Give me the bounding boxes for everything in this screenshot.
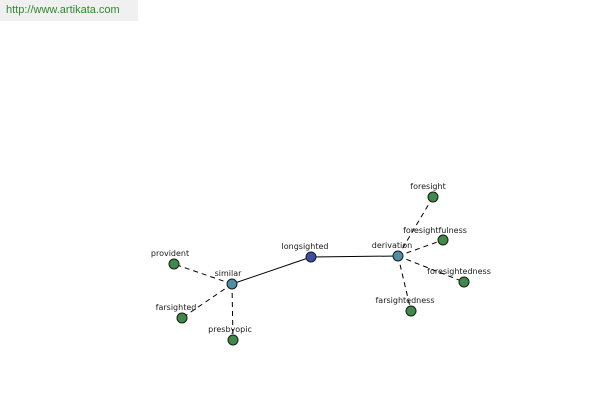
node-dot-foresightedness[interactable] [458, 276, 470, 288]
node-label-longsighted[interactable]: longsighted [282, 242, 329, 251]
node-dot-presbyopic[interactable] [227, 334, 239, 346]
node-label-farsightedness[interactable]: farsightedness [375, 296, 434, 305]
node-derivation[interactable]: derivation [372, 241, 412, 262]
node-dot-derivation[interactable] [392, 250, 404, 262]
node-label-derivation[interactable]: derivation [372, 241, 412, 250]
source-url-banner[interactable]: http://www.artikata.com [0, 0, 138, 21]
node-foresightfulness[interactable]: foresightfulness [403, 226, 467, 246]
edges-layer [173, 196, 465, 341]
node-farsighted[interactable]: farsighted [156, 303, 197, 324]
edge-longsighted-similar [231, 256, 312, 285]
node-label-foresightfulness[interactable]: foresightfulness [403, 226, 467, 235]
node-label-farsighted[interactable]: farsighted [156, 303, 197, 312]
node-label-presbyopic[interactable]: presbyopic [208, 325, 252, 334]
edge-derivation-foresightedness [397, 255, 465, 283]
node-longsighted[interactable]: longsighted [282, 242, 329, 263]
node-provident[interactable]: provident [151, 249, 189, 270]
edge-longsighted-derivation [310, 255, 399, 258]
node-presbyopic[interactable]: presbyopic [208, 325, 252, 346]
node-dot-similar[interactable] [226, 278, 238, 290]
edge-derivation-farsightedness [397, 255, 412, 312]
node-dot-longsighted[interactable] [305, 251, 317, 263]
node-label-foresightedness[interactable]: foresightedness [427, 267, 491, 276]
edge-similar-provident [173, 263, 233, 285]
edge-derivation-foresightfulness [397, 239, 444, 257]
node-farsightedness[interactable]: farsightedness [375, 296, 435, 317]
node-foresightedness[interactable]: foresightedness [427, 267, 491, 288]
node-similar[interactable]: similar [215, 269, 243, 290]
node-dot-foresight[interactable] [427, 191, 439, 203]
node-label-similar[interactable]: similar [215, 269, 243, 278]
edge-similar-presbyopic [231, 283, 234, 341]
node-foresight[interactable]: foresight [410, 182, 446, 203]
node-label-provident[interactable]: provident [151, 249, 189, 258]
node-dot-farsightedness[interactable] [405, 305, 417, 317]
edge-derivation-foresight [397, 196, 434, 257]
node-dot-foresightfulness[interactable] [437, 234, 449, 246]
edge-similar-farsighted [181, 283, 233, 319]
node-dot-provident[interactable] [168, 258, 180, 270]
nodes-layer: longsighted similar derivation provident far… [151, 182, 491, 346]
node-dot-farsighted[interactable] [176, 312, 188, 324]
node-label-foresight[interactable]: foresight [410, 182, 445, 191]
